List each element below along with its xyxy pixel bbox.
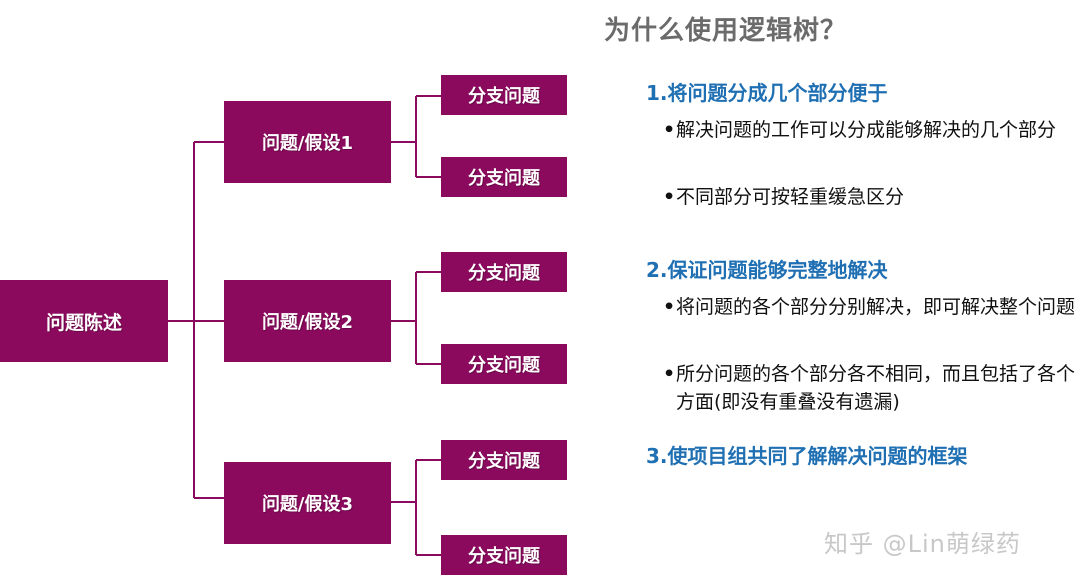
bullet-text: 不同部分可按轻重缓急区分: [676, 186, 905, 208]
branch-node-3-2: 分支问题: [441, 535, 567, 575]
branch-node-3-1: 分支问题: [441, 440, 567, 480]
bullet-text: 将问题的各个部分分别解决，即可解决整个问题: [676, 296, 1076, 318]
root-node: 问题陈述: [0, 280, 168, 362]
bullet-1-1: • 解决问题的工作可以分成能够解决的几个部分: [663, 116, 1076, 144]
bullet-dot: •: [663, 296, 676, 318]
hypothesis-node-1: 问题/假设1: [224, 101, 391, 183]
bullet-1-2: • 不同部分可按轻重缓急区分: [663, 183, 1076, 211]
bullet-2-1: • 将问题的各个部分分别解决，即可解决整个问题: [663, 293, 1076, 321]
branch-node-2-1: 分支问题: [441, 252, 567, 292]
section-heading-3: 3.使项目组共同了解解决问题的框架: [646, 444, 968, 468]
bullet-dot: •: [663, 119, 676, 141]
bullet-text: 所分问题的各个部分各不相同，而且包括了各个方面(即没有重叠没有遗漏): [676, 363, 1076, 413]
section-heading-1: 1.将问题分成几个部分便于: [646, 81, 888, 105]
section-heading-2: 2.保证问题能够完整地解决: [646, 258, 888, 282]
watermark: 知乎 @Lin萌绿药: [824, 530, 1021, 558]
bullet-text: 解决问题的工作可以分成能够解决的几个部分: [676, 119, 1057, 141]
bullet-dot: •: [663, 363, 676, 385]
bullet-dot: •: [663, 186, 676, 208]
hypothesis-node-3: 问题/假设3: [224, 462, 391, 544]
bullet-2-2: • 所分问题的各个部分各不相同，而且包括了各个方面(即没有重叠没有遗漏): [663, 360, 1076, 416]
hypothesis-node-2: 问题/假设2: [224, 280, 391, 362]
branch-node-1-1: 分支问题: [441, 75, 567, 115]
branch-node-2-2: 分支问题: [441, 344, 567, 384]
branch-node-1-2: 分支问题: [441, 157, 567, 197]
slide-title: 为什么使用逻辑树？: [604, 16, 848, 46]
